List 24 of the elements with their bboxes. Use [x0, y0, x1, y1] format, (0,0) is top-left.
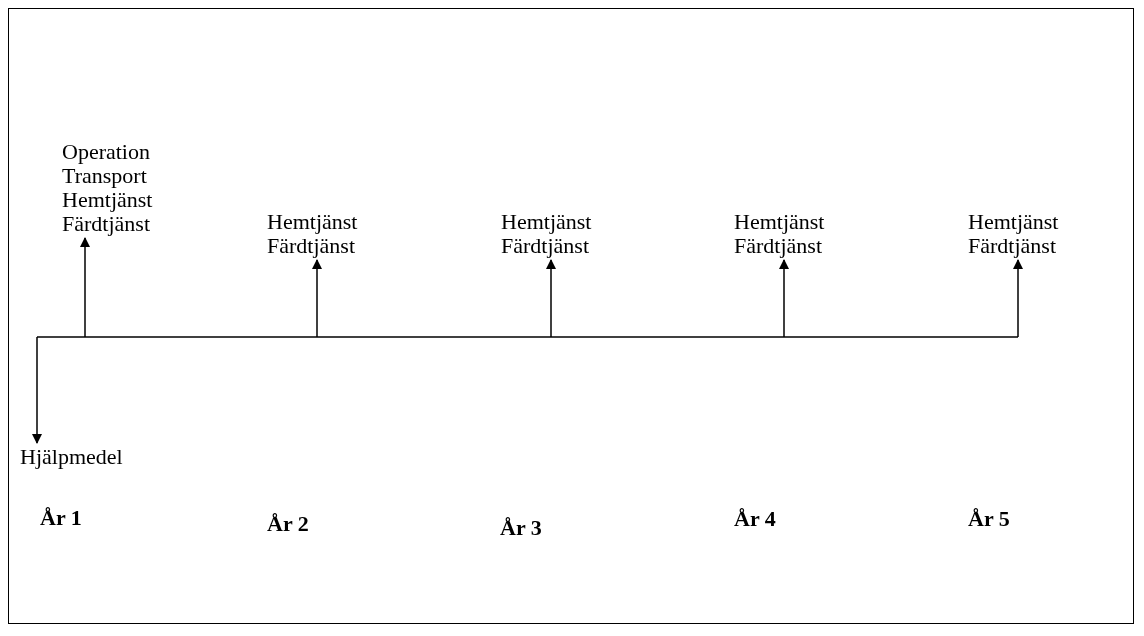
service-label: Hemtjänst	[734, 210, 825, 234]
service-label: Färdtjänst	[968, 234, 1056, 258]
service-label: Hemtjänst	[501, 210, 592, 234]
year-label: År 2	[267, 511, 309, 537]
service-label: Hemtjänst	[968, 210, 1059, 234]
service-label: Transport	[62, 164, 147, 188]
service-label: Färdtjänst	[267, 234, 355, 258]
arrow	[32, 336, 42, 444]
service-label: Färdtjänst	[62, 212, 150, 236]
service-label: Färdtjänst	[501, 234, 589, 258]
arrow	[779, 259, 789, 338]
service-label: Hemtjänst	[267, 210, 358, 234]
arrow	[1013, 259, 1023, 338]
year-label: År 5	[968, 506, 1010, 532]
year-label: År 1	[40, 505, 82, 531]
service-label: Färdtjänst	[734, 234, 822, 258]
year-label: År 4	[734, 506, 776, 532]
service-label: Hemtjänst	[62, 188, 153, 212]
service-label: Operation	[62, 140, 151, 164]
arrow	[80, 237, 90, 338]
arrow	[312, 259, 322, 338]
service-label: Hjälpmedel	[20, 445, 123, 469]
year-label: År 3	[500, 515, 542, 541]
arrow	[546, 259, 556, 338]
